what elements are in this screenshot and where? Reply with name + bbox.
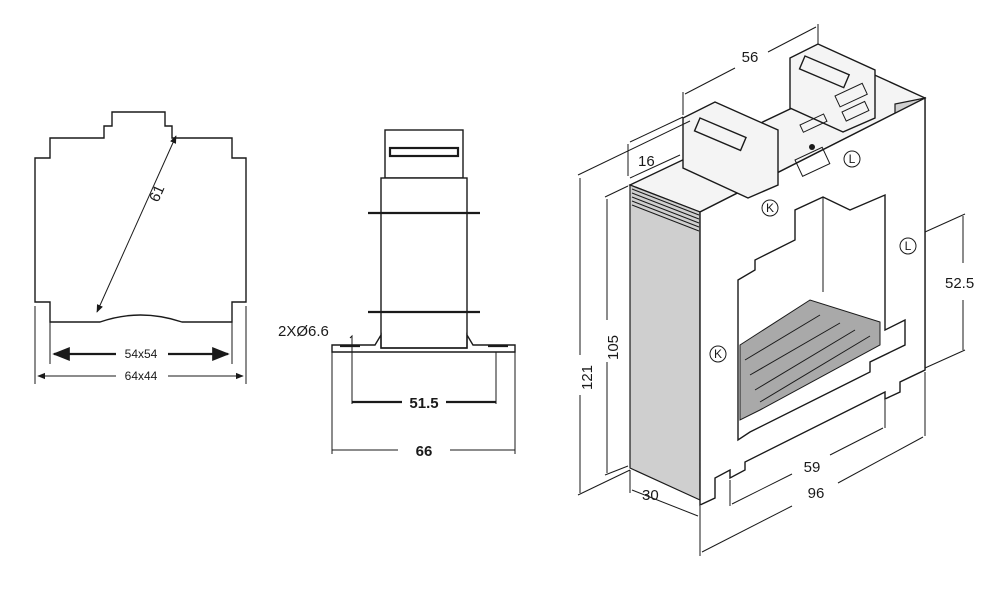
iso-side-panel xyxy=(629,184,701,501)
svg-text:L: L xyxy=(849,152,856,166)
svg-text:K: K xyxy=(714,347,722,361)
dim-window-height: 52.5 xyxy=(945,275,974,292)
dim-frame-height: 105 xyxy=(605,335,622,360)
terminal-k-top: K xyxy=(761,199,779,217)
hole-spec-label: 2XØ6.6 xyxy=(278,323,329,340)
side-body xyxy=(380,177,468,349)
inner-dim-label: 54x54 xyxy=(125,347,158,361)
hole-spacing-label: 51.5 xyxy=(409,395,438,412)
iso-terminal-left xyxy=(682,101,779,199)
terminal-k-front: K xyxy=(709,345,727,363)
dim-depth: 30 xyxy=(642,487,659,504)
svg-text:K: K xyxy=(766,201,774,215)
front-outline xyxy=(34,111,247,323)
svg-text:L: L xyxy=(905,239,912,253)
side-terminal-block xyxy=(384,129,464,179)
terminal-l-front: L xyxy=(899,237,917,255)
diagonal-label: 61 xyxy=(146,182,168,204)
dim-total-width: 96 xyxy=(808,485,825,502)
base-width-label: 66 xyxy=(416,443,433,460)
side-view: 2XØ6.6 51.5 66 xyxy=(278,129,516,460)
dim-top-width: 56 xyxy=(742,49,759,66)
dim-total-height: 121 xyxy=(579,365,596,390)
diagonal-line xyxy=(96,135,177,313)
iso-view: K L K L 56 16 121 xyxy=(566,24,974,556)
dim-top-height: 16 xyxy=(638,153,655,170)
front-view: 61 54x54 64x44 xyxy=(34,111,247,384)
iso-side-hatch xyxy=(631,188,700,232)
dim-window-width: 59 xyxy=(804,459,821,476)
side-base-flange xyxy=(331,332,516,353)
outer-dim-label: 64x44 xyxy=(125,369,158,383)
terminal-l-top: L xyxy=(843,150,861,168)
